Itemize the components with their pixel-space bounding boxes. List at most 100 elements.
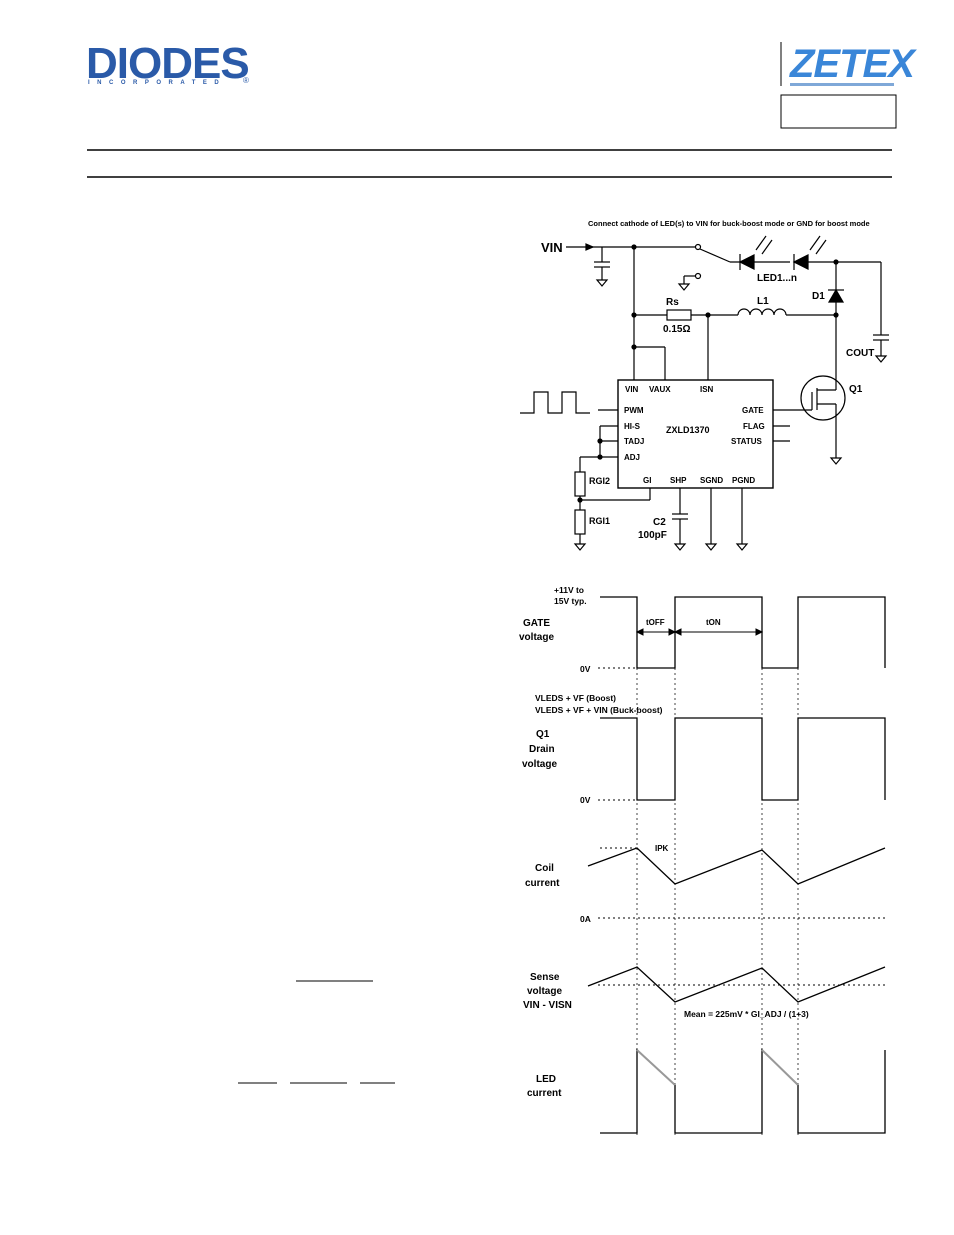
schematic — [520, 235, 889, 551]
ground-symbol — [573, 543, 587, 551]
junction-dot — [597, 438, 603, 444]
l1-inductor — [737, 308, 787, 316]
zetex-logo: ZETEX — [790, 42, 915, 86]
waveforms — [587, 596, 886, 1135]
waveform-labels: +11V to 15V typ. GATE voltage tOFF tON 0… — [519, 585, 809, 1099]
c2-value-label: 100pF — [638, 530, 667, 541]
cout-label: COUT — [846, 348, 874, 359]
led1-emission-arrow — [761, 239, 773, 255]
ground-symbol — [704, 543, 718, 551]
led-label: LED1...n — [757, 273, 797, 284]
ground-symbol — [673, 543, 687, 551]
schematic-labels: Connect cathode of LED(s) to VIN for buc… — [541, 219, 874, 541]
coil-title: Coil — [535, 863, 554, 874]
zetex-logo-stripe — [790, 83, 894, 86]
junction-dot — [833, 312, 839, 318]
gate-title-2: voltage — [519, 632, 554, 643]
pin-vin-label: VIN — [625, 385, 639, 394]
rs-value-label: 0.15Ω — [663, 324, 690, 335]
switch-terminal — [694, 243, 702, 251]
pin-sgnd-label: SGND — [700, 476, 723, 485]
switch-blade — [699, 248, 731, 263]
rs-label: Rs — [666, 297, 679, 308]
drain-title: Q1 — [536, 729, 550, 740]
pin-isn-label: ISN — [700, 385, 714, 394]
drain-level-label: VLEDS + VF (Boost) — [535, 693, 616, 703]
pin-adj-label: ADJ — [624, 453, 640, 462]
ton-arrow — [755, 628, 764, 636]
ground-symbol — [735, 543, 749, 551]
led-title: LED — [536, 1074, 556, 1085]
switch-terminal — [694, 272, 702, 280]
ground-symbol — [595, 279, 609, 287]
toff-label: tOFF — [646, 618, 665, 627]
drain-level-label-2: VLEDS + VF + VIN (Buck-boost) — [535, 705, 663, 715]
gate-high-label-2: 15V typ. — [554, 596, 587, 606]
led2-emission-arrow — [815, 239, 827, 255]
pin-hi-label: HI-S — [624, 422, 641, 431]
d1-diode — [827, 288, 845, 303]
led2-diode — [792, 254, 809, 270]
ground-symbol — [874, 355, 888, 363]
toff-arrow — [635, 628, 644, 636]
d1-label: D1 — [812, 291, 825, 302]
gate-high-label: +11V to — [554, 585, 584, 595]
rgi2-label: RGI2 — [589, 476, 610, 486]
ic-name-label: ZXLD1370 — [666, 425, 710, 435]
drain-title-3: voltage — [522, 759, 557, 770]
led-connection-note: Connect cathode of LED(s) to VIN for buc… — [588, 219, 870, 228]
sense-title: Sense — [530, 972, 560, 983]
led-current-ramp — [636, 1049, 676, 1086]
q1-mosfet — [800, 375, 846, 421]
drain-title-2: Drain — [529, 744, 555, 755]
sense-title-3: VIN - VISN — [523, 1000, 572, 1011]
q1-label: Q1 — [849, 384, 863, 395]
pin-status-label: STATUS — [731, 437, 762, 446]
junction-dot — [597, 454, 603, 460]
pin-flag-label: FLAG — [743, 422, 765, 431]
rs-resistor — [666, 309, 692, 321]
ipk-label: IPK — [655, 844, 669, 853]
pin-gate-label: GATE — [742, 406, 764, 415]
gate-zero-label: 0V — [580, 664, 591, 674]
diodes-logo-subtitle: INCORPORATED — [88, 80, 227, 86]
vin-label: VIN — [541, 240, 563, 255]
gate-voltage-trace — [600, 596, 886, 669]
drain-voltage-trace — [600, 717, 886, 801]
ton-arrow — [673, 628, 682, 636]
pin-vaux-label: VAUX — [649, 385, 671, 394]
coil-title-2: current — [525, 878, 560, 889]
zetex-empty-box — [780, 94, 897, 129]
led-current-trace — [600, 1048, 886, 1134]
gate-title: GATE — [523, 618, 550, 629]
c2-label: C2 — [653, 517, 666, 528]
pin-pgnd-label: PGND — [732, 476, 755, 485]
zxld1370-ic — [617, 379, 774, 489]
pin-gi-label: GI — [643, 476, 651, 485]
rgi2-resistor — [574, 471, 586, 497]
pin-pwm-label: PWM — [624, 406, 644, 415]
timing-guides — [636, 598, 799, 1135]
junction-dot — [631, 244, 637, 250]
pwm-waveform-symbol — [520, 391, 590, 414]
ground-symbol — [829, 457, 843, 465]
drain-zero-label: 0V — [580, 795, 591, 805]
coil-zero-label: 0A — [580, 914, 591, 924]
led2-emission-arrow — [809, 235, 821, 251]
ton-label: tON — [706, 618, 721, 627]
vin-arrow — [585, 243, 595, 251]
coil-current-trace — [587, 847, 886, 885]
led1-diode — [738, 254, 755, 270]
toff-arrow — [668, 628, 677, 636]
diodes-logo: DIODES — [86, 39, 250, 88]
pin-shp-label: SHP — [670, 476, 687, 485]
led-title-2: current — [527, 1088, 562, 1099]
sense-mean-label: Mean = 225mV * GI_ADJ / (1+3) — [684, 1009, 809, 1019]
rgi1-label: RGI1 — [589, 516, 610, 526]
pin-tadj-label: TADJ — [624, 437, 644, 446]
ground-symbol — [677, 283, 691, 291]
sense-title-2: voltage — [527, 986, 562, 997]
registered-mark: ® — [243, 76, 249, 85]
sense-voltage-trace — [587, 966, 886, 1003]
